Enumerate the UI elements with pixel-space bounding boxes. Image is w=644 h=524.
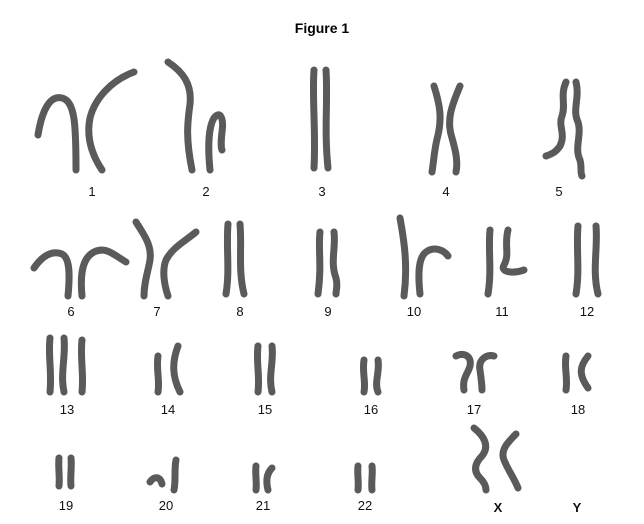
chromosome-16b (373, 356, 382, 396)
chromosome-xb (499, 430, 522, 492)
chromosome-pair-8: 8 (222, 220, 248, 319)
chromosome-10a (396, 214, 410, 300)
label-8: 8 (236, 304, 243, 319)
label-22: 22 (358, 498, 372, 513)
chromosome-8b (236, 220, 248, 298)
chromosome-slot-y: Y (573, 500, 582, 515)
chromosome-pair-2: 2 (164, 58, 226, 199)
label-21: 21 (256, 498, 270, 513)
chromosome-4b (446, 82, 464, 176)
chromosome-22a (354, 462, 362, 494)
label-9: 9 (324, 304, 331, 319)
chromosome-14a (153, 352, 163, 396)
chromosome-pair-20: 20 (146, 456, 180, 513)
label-y: Y (573, 500, 582, 515)
label-3: 3 (318, 184, 325, 199)
chromosome-6a (30, 249, 73, 300)
chromosome-7b (160, 228, 200, 300)
chromosome-6b (77, 246, 130, 300)
chromosome-pair-15: 15 (253, 342, 276, 417)
label-2: 2 (202, 184, 209, 199)
chromosome-pair-11: 11 (484, 226, 528, 319)
chromosome-pair-14: 14 (153, 342, 184, 417)
label-20: 20 (159, 498, 173, 513)
chromosome-pair-9: 9 (314, 228, 341, 319)
chromosome-3b (322, 66, 332, 172)
label-14: 14 (161, 402, 175, 417)
chromosome-pair-18: 18 (561, 352, 592, 417)
chromosome-20a (146, 474, 166, 488)
label-x: X (494, 500, 503, 515)
chromosome-12b (591, 222, 602, 298)
chromosome-13c (77, 336, 87, 396)
label-19: 19 (59, 498, 73, 513)
chromosome-pair-6: 6 (30, 246, 130, 319)
chromosome-11a (484, 226, 494, 298)
chromosome-pair-16: 16 (359, 356, 382, 417)
chromosome-9b (329, 228, 341, 298)
chromosome-12a (572, 222, 582, 298)
label-1: 1 (88, 184, 95, 199)
chromosome-3a (309, 66, 319, 172)
chromosome-1a (34, 94, 80, 174)
label-10: 10 (407, 304, 421, 319)
chromosome-pair-19: 19 (55, 454, 75, 513)
chromosome-pair-4: 4 (428, 82, 464, 199)
chromosome-pair-10: 10 (396, 214, 452, 319)
chromosome-21a (252, 462, 260, 494)
chromosome-9a (314, 228, 324, 298)
label-7: 7 (153, 304, 160, 319)
chromosome-13b (59, 334, 68, 396)
label-15: 15 (258, 402, 272, 417)
chromosome-16a (359, 356, 369, 396)
chromosome-1b (85, 68, 138, 174)
chromosome-5b (572, 78, 586, 180)
chromosome-19b (67, 454, 75, 490)
chromosome-21b (263, 464, 276, 494)
chromosome-4a (428, 82, 444, 176)
chromosome-10b (415, 245, 452, 298)
chromosome-2a (164, 58, 196, 174)
label-11: 11 (495, 304, 509, 319)
chromosome-19a (55, 454, 63, 490)
chromosome-pair-3: 3 (309, 66, 332, 199)
label-13: 13 (60, 402, 74, 417)
chromosome-xa (470, 424, 490, 494)
chromosome-15a (253, 342, 263, 396)
chromosome-18b (577, 352, 592, 392)
label-4: 4 (442, 184, 449, 199)
chromosome-20b (170, 456, 180, 494)
chromosome-2b (205, 111, 226, 174)
chromosome-pair-13: 13 (45, 334, 87, 417)
label-16: 16 (364, 402, 378, 417)
chromosome-pair-21: 21 (252, 462, 276, 513)
chromosome-18a (561, 352, 571, 394)
chromosome-15b (267, 342, 276, 396)
label-5: 5 (555, 184, 562, 199)
chromosome-pair-12: 12 (572, 222, 602, 319)
label-18: 18 (571, 402, 585, 417)
chromosome-5a (542, 78, 570, 160)
chromosome-pair-1: 1 (34, 68, 138, 199)
chromosome-17b (476, 352, 498, 394)
chromosome-pair-x: X (470, 424, 522, 515)
chromosome-7a (132, 218, 154, 300)
chromosome-pair-7: 7 (132, 218, 200, 319)
chromosome-17a (452, 350, 474, 394)
chromosome-22b (368, 462, 376, 494)
chromosome-8a (222, 220, 232, 298)
chromosome-pair-22: 22 (354, 462, 376, 513)
chromosome-14b (170, 342, 184, 396)
label-6: 6 (67, 304, 74, 319)
chromosome-11b (499, 226, 528, 276)
label-17: 17 (467, 402, 481, 417)
figure-title: Figure 1 (294, 20, 350, 36)
chromosome-13a (45, 334, 55, 396)
chromosome-pair-17: 17 (452, 350, 498, 417)
label-12: 12 (580, 304, 594, 319)
chromosome-pair-5: 5 (542, 78, 586, 199)
